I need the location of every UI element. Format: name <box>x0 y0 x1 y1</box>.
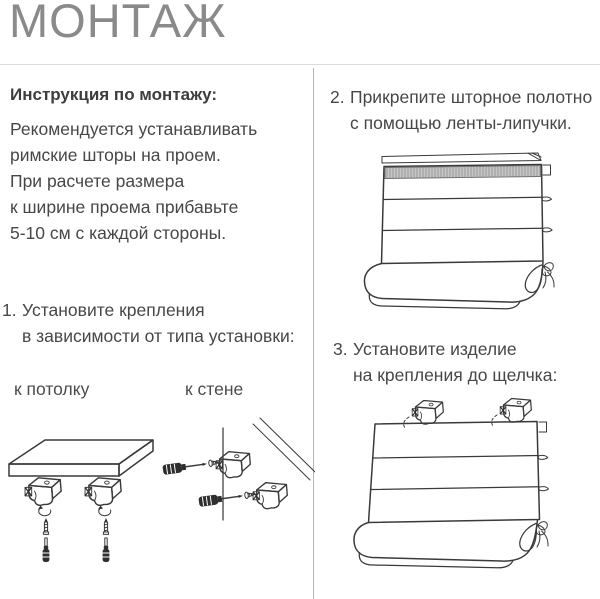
mounting-bracket-icon <box>411 399 444 425</box>
wall-bracket-icon <box>215 451 251 479</box>
ceiling-mount-illustration <box>8 439 154 563</box>
velcro-strip <box>384 165 542 179</box>
screwdriver-icon <box>161 456 221 476</box>
side-tab <box>538 421 547 433</box>
step-1-line: в зависимости от типа установки: <box>22 325 295 346</box>
blind-panel <box>367 420 541 524</box>
ceiling-bracket-icon <box>24 477 62 507</box>
cord-loop-icon <box>538 486 549 492</box>
wall-bracket-icon <box>252 482 288 510</box>
ceiling-plank <box>8 439 154 477</box>
blind-panel <box>380 163 544 265</box>
step-3-line: на крепления до щелчка: <box>353 364 558 385</box>
step-1-number: 1. <box>2 300 17 320</box>
step-1-line: Установите крепления <box>22 300 205 320</box>
screw-and-screwdriver-icon <box>37 505 52 563</box>
screwdriver-icon <box>197 488 257 508</box>
fold-lines <box>381 196 544 232</box>
intro-line: При расчете размера <box>10 171 185 191</box>
vertical-divider <box>313 68 314 599</box>
cord-loop-icon <box>542 227 553 233</box>
wall-mount-label: к стене <box>185 379 244 399</box>
ribbon-bow-icon <box>535 521 549 548</box>
intro-line: 5-10 см с каждой стороны. <box>10 223 227 243</box>
step-3-text: Установите изделие на крепления до щелчк… <box>353 337 557 388</box>
cord-loop-icon <box>537 454 549 460</box>
step-3-number: 3. <box>333 339 348 359</box>
snap-guides <box>403 414 498 429</box>
step-2-number: 2. <box>330 87 345 107</box>
cord-loop-icon <box>541 196 552 202</box>
side-tab <box>542 164 551 176</box>
ceiling-mount-label: к потолку <box>14 379 90 399</box>
intro-line: Рекомендуется устанавливать <box>10 119 258 139</box>
horizontal-divider <box>0 64 600 65</box>
step-1: 1. Установите крепления в зависимости от… <box>2 298 295 349</box>
intro-line: к ширине проема прибавьте <box>10 197 239 217</box>
intro-paragraph: Рекомендуется устанавливать римские штор… <box>10 116 257 246</box>
rolled-bottom <box>363 261 544 310</box>
roman-blind-velcro-illustration <box>363 152 555 310</box>
instructions-heading: Инструкция по монтажу: <box>10 85 218 104</box>
screw-and-screwdriver-icon <box>97 505 112 563</box>
step-3-line: Установите изделие <box>353 339 517 359</box>
step-2-line: с помощью ленты-липучки. <box>350 112 572 133</box>
wall-corner-lines <box>252 417 315 481</box>
step-2-line: Прикрепите шторное полотно <box>350 87 593 107</box>
mounting-bracket-icon <box>499 397 532 423</box>
page-title: МОНТАЖ <box>9 0 227 47</box>
step-3: 3. Установите изделие на крепления до ще… <box>333 337 557 388</box>
step-1-text: Установите крепления в зависимости от ти… <box>22 298 295 349</box>
ribbon-bow-icon <box>541 262 555 289</box>
roman-blind-brackets-illustration <box>353 397 549 569</box>
fold-lines <box>369 454 540 491</box>
wall-mount-illustration <box>161 417 315 521</box>
intro-line: римские шторы на проем. <box>10 145 221 165</box>
step-2: 2. Прикрепите шторное полотно с помощью … <box>330 85 592 136</box>
step-2-text: Прикрепите шторное полотно с помощью лен… <box>350 85 592 136</box>
ceiling-bracket-icon <box>84 477 122 507</box>
velcro-tape-rail <box>381 152 542 164</box>
rolled-bottom <box>353 519 539 569</box>
